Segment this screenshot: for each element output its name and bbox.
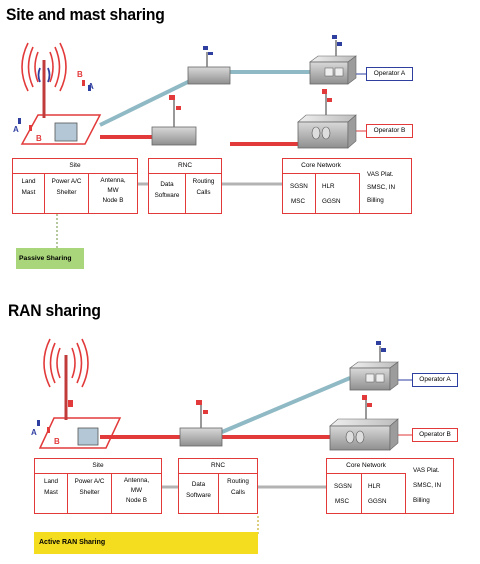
shared-rnc-equipment [179,400,223,447]
operator-a-label: Operator A [366,67,413,81]
vas2-label: VAS Plat. [413,467,440,474]
sgsn2-label: SGSN [334,483,352,490]
site2-shelter-cabinet [77,427,99,446]
vas-label: VAS Plat. [367,171,394,178]
user-phones-top [18,80,91,131]
land-label: Land [21,178,36,185]
link-site-to-operator-a [99,76,197,127]
rnc-box: RNC Data Software Routing Calls [148,158,222,214]
operator2-a-label: Operator A [412,373,458,387]
title-ran-sharing: RAN sharing [8,301,101,320]
operator2-b-label: Operator B [412,428,458,442]
site-box-title: Site [13,159,137,174]
mast-blue-waves [37,67,51,83]
data-label: Data [160,181,174,188]
passive-sharing-badge: Passive Sharing [16,248,84,269]
site-box: Site Land Mast Power A/C Shelter Antenna… [12,158,138,214]
power-label: Power A/C [51,178,82,185]
software2-label: Software [186,492,211,499]
rnc-equipment-b [151,126,197,146]
rnc-box-title: RNC [149,159,221,174]
ggsn-label: GGSN [322,198,341,205]
site-shelter-cabinet [54,122,78,142]
smsc-label: SMSC, IN [367,184,395,191]
site2-box-title: Site [35,459,161,474]
link2-rnc-to-operator-a [221,376,351,434]
hlr2-label: HLR [368,483,381,490]
sgsn-label: SGSN [290,183,308,190]
shelter2-label: Shelter [79,489,100,496]
active-ran-sharing-badge: Active RAN Sharing [34,532,258,554]
rnc2-box-title: RNC [179,459,257,474]
nodeb-label: Node B [102,197,124,204]
mw2-label: MW [130,487,143,494]
rnc2-box: RNC Data Software Routing Calls [178,458,258,514]
site2-cell-power: Power A/C Shelter [68,473,112,513]
antenna-label: Antenna, [100,177,126,184]
core-server-b [297,89,357,149]
smsc2-label: SMSC, IN [413,482,441,489]
site-cell-power: Power A/C Shelter [45,173,89,213]
hlr-label: HLR [322,183,335,190]
mw-label: MW [107,187,119,194]
msc-label: MSC [291,198,305,205]
core2-network-box: Core Network SGSN HLR MSC GGSN VAS Plat.… [326,458,454,514]
data2-label: Data [191,481,206,488]
rnc-cell-data: Data Software [149,173,186,213]
letter-a-top-mast: A [88,82,94,91]
core-network-box: Core Network SGSN HLR MSC GGSN VAS Plat.… [282,158,412,214]
billing2-label: Billing [413,497,430,504]
calls2-label: Calls [231,489,245,496]
land2-label: Land [43,478,58,485]
site-shelter-outline [20,114,102,145]
core2-network-title: Core Network [327,459,405,474]
antenna2-label: Antenna, [123,477,150,484]
rnc-cell-routing: Routing Calls [186,173,221,213]
letter-b-top-mast: B [77,70,83,79]
core2-grid [327,473,406,513]
msc2-label: MSC [335,498,349,505]
site-cell-land: Land Mast [13,173,45,213]
title-site-and-mast-sharing: Site and mast sharing [6,5,165,24]
routing-label: Routing [192,178,215,185]
mast2-label: Mast [44,489,58,496]
site2-cell-land: Land Mast [35,473,68,513]
rnc2-cell-data: Data Software [179,473,219,513]
letter-b-bottom-site: B [54,437,60,446]
software-label: Software [154,192,180,199]
mast-radio-waves [21,42,67,92]
ggsn2-label: GGSN [368,498,387,505]
power2-label: Power A/C [74,478,105,485]
rnc-equipment-a [187,66,231,85]
letter-a-bottom-site: A [31,428,37,437]
billing-label: Billing [367,197,384,204]
core-divider [315,173,316,214]
core-grid [283,173,360,213]
core-network-title: Core Network [283,159,359,174]
site-cell-antenna: Antenna, MW Node B [89,173,137,213]
site2-box: Site Land Mast Power A/C Shelter Antenna… [34,458,162,514]
rnc2-cell-routing: Routing Calls [219,473,257,513]
core2-server-a [349,341,399,391]
nodeb2-label: Node B [125,497,147,504]
user-phones-bottom [37,420,50,433]
calls-label: Calls [196,189,211,196]
site2-cell-antenna: Antenna, MW Node B [112,473,161,513]
letter-a-top-site: A [13,125,19,134]
letter-b-top-site: B [36,134,42,143]
operator-b-label: Operator B [366,124,413,138]
shelter-label: Shelter [56,189,77,196]
core2-server-b [329,395,399,451]
core-server-a [309,35,357,85]
routing2-label: Routing [227,478,249,485]
mast2-radio-waves [43,338,89,388]
mast-label: Mast [21,189,36,196]
core2-divider [361,473,362,514]
